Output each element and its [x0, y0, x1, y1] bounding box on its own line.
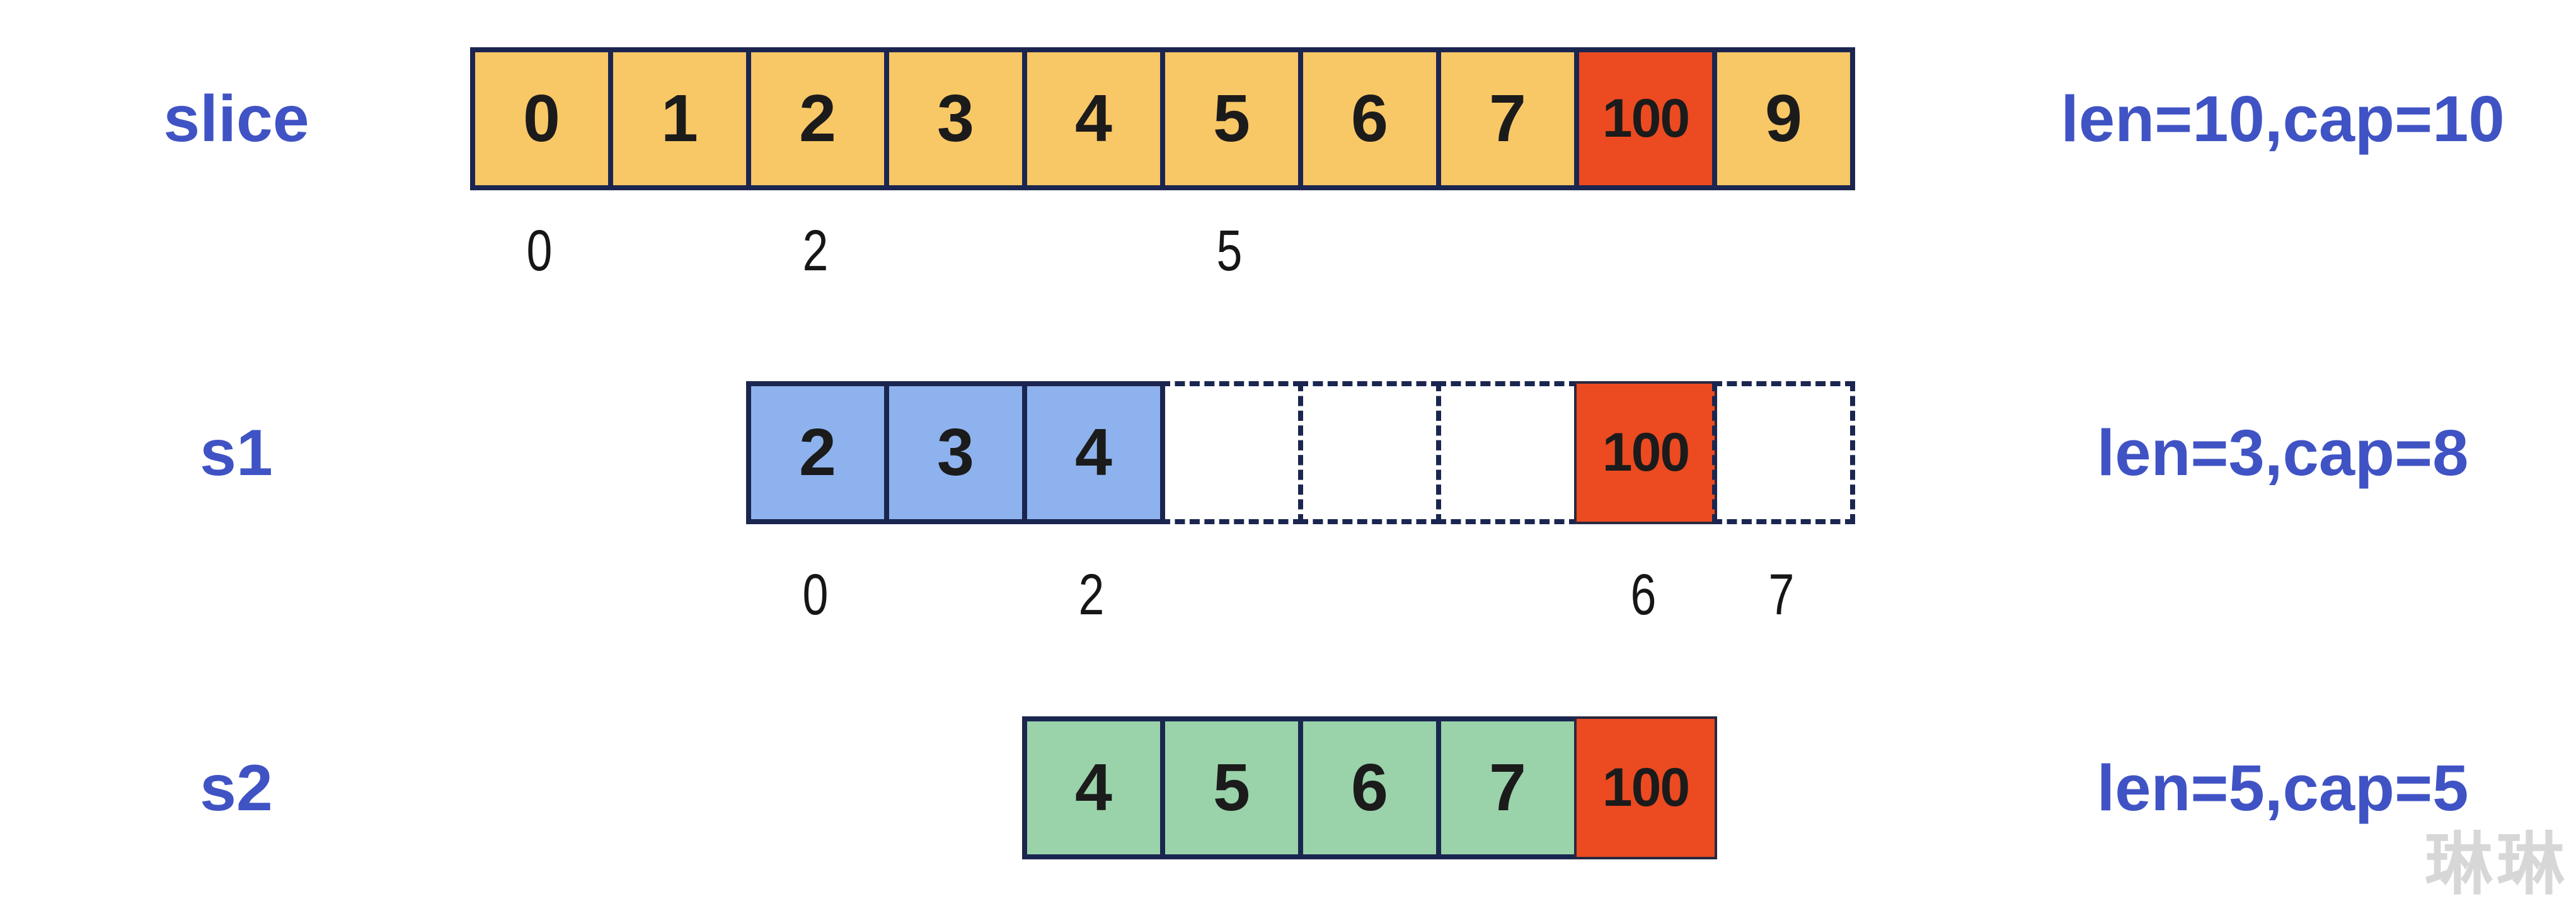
- index-text: 0: [802, 563, 828, 627]
- s1-empty-cell-5: [1436, 381, 1579, 524]
- watermark-text: 琳琳: [2425, 826, 2569, 902]
- s2-cell-3: 7: [1436, 716, 1579, 859]
- cell-value: 3: [937, 81, 974, 156]
- index-text: 2: [802, 219, 828, 283]
- cell-value: 9: [1765, 81, 1802, 156]
- index-text: 7: [1768, 563, 1794, 627]
- s1-cell-2: 4: [1022, 381, 1165, 524]
- cell-value: 2: [799, 81, 836, 156]
- meta-label-s1: len=3,cap=8: [2045, 381, 2521, 524]
- s1-empty-cell-7: [1712, 381, 1855, 524]
- cell-value: 6: [1351, 750, 1388, 825]
- cell-value: 4: [1075, 750, 1112, 825]
- cell-value: 5: [1213, 750, 1250, 825]
- row-label-slice: slice: [142, 47, 331, 190]
- slice-cell-6: 6: [1298, 47, 1441, 190]
- slice-cell-8-highlight: 100: [1574, 47, 1717, 190]
- cell-value: 100: [1602, 757, 1690, 818]
- meta-label-slice: len=10,cap=10: [2045, 47, 2521, 190]
- s1-cell-6-highlight: 100: [1574, 381, 1717, 524]
- s1-index-6: 6: [1627, 566, 1659, 624]
- index-text: 5: [1216, 219, 1242, 283]
- s1-empty-cell-3: [1160, 381, 1303, 524]
- meta-label-s2-text: len=5,cap=5: [2096, 752, 2469, 824]
- cell-value: 5: [1213, 81, 1250, 156]
- cell-value: 7: [1489, 81, 1526, 156]
- slice-cell-2: 2: [746, 47, 889, 190]
- s1-index-7: 7: [1765, 566, 1797, 624]
- s1-cell-1: 3: [884, 381, 1027, 524]
- index-text: 0: [526, 219, 552, 283]
- meta-label-slice-text: len=10,cap=10: [2061, 83, 2505, 155]
- cell-value: 4: [1075, 415, 1112, 490]
- row-label-s1: s1: [142, 381, 331, 524]
- cell-value: 1: [661, 81, 698, 156]
- slice-cell-4: 4: [1022, 47, 1165, 190]
- row-label-s2: s2: [142, 716, 331, 859]
- slice-cell-5: 5: [1160, 47, 1303, 190]
- s1-index-0: 0: [799, 566, 831, 624]
- s2-cell-1: 5: [1160, 716, 1303, 859]
- s2-cell-0: 4: [1022, 716, 1165, 859]
- index-text: 6: [1630, 563, 1656, 627]
- cell-value: 4: [1075, 81, 1112, 156]
- row-label-s2-text: s2: [200, 751, 273, 825]
- index-text: 2: [1078, 563, 1104, 627]
- slice-cell-3: 3: [884, 47, 1027, 190]
- slice-cell-7: 7: [1436, 47, 1579, 190]
- slice-index-0: 0: [523, 222, 555, 280]
- cell-value: 100: [1602, 88, 1690, 149]
- cell-value: 6: [1351, 81, 1388, 156]
- s2-cell-2: 6: [1298, 716, 1441, 859]
- cell-value: 100: [1602, 422, 1690, 483]
- s2-cell-4-highlight: 100: [1574, 716, 1717, 859]
- s1-index-2: 2: [1075, 566, 1107, 624]
- slice-index-5: 5: [1213, 222, 1245, 280]
- cell-value: 2: [799, 415, 836, 490]
- s1-empty-cell-4: [1298, 381, 1441, 524]
- slice-cell-9: 9: [1712, 47, 1855, 190]
- meta-label-s2: len=5,cap=5: [2045, 716, 2521, 859]
- slice-cell-1: 1: [608, 47, 751, 190]
- meta-label-s1-text: len=3,cap=8: [2096, 416, 2469, 489]
- s1-cell-0: 2: [746, 381, 889, 524]
- cell-value: 7: [1489, 750, 1526, 825]
- row-label-s1-text: s1: [200, 416, 273, 490]
- cell-value: 0: [523, 81, 560, 156]
- slice-index-2: 2: [799, 222, 831, 280]
- cell-value: 3: [937, 415, 974, 490]
- row-label-slice-text: slice: [163, 82, 309, 156]
- slice-cell-0: 0: [470, 47, 613, 190]
